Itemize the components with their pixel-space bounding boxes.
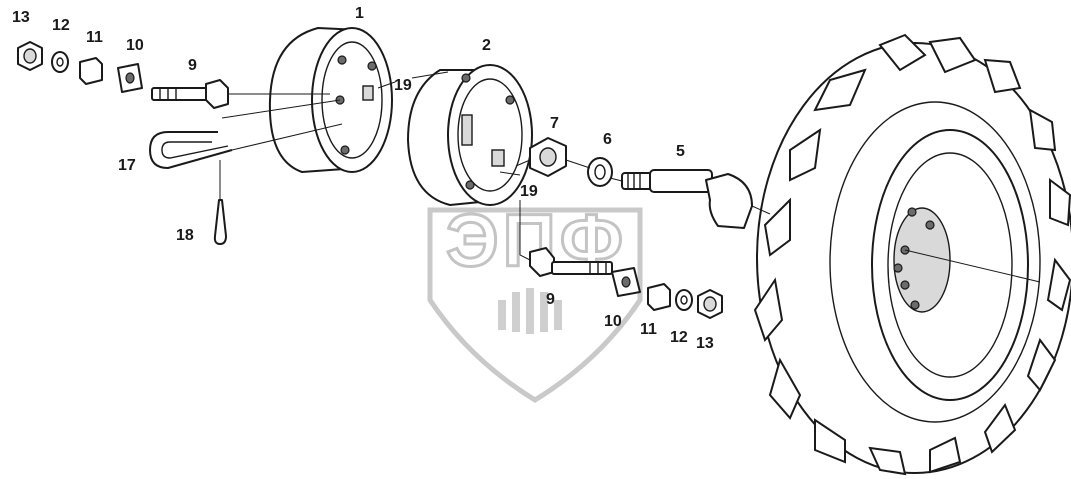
watermark-shield: ЭПФ bbox=[427, 198, 643, 403]
bottom-fastener-set bbox=[529, 247, 723, 319]
part-17-u-clip bbox=[149, 131, 233, 169]
label-9-bot: 9 bbox=[546, 291, 555, 308]
part-9-bolt-bottom bbox=[529, 247, 613, 277]
part-5-stud bbox=[621, 169, 753, 229]
tire-tread-lugs bbox=[753, 33, 1071, 476]
part-11-spacer-top bbox=[79, 57, 103, 85]
label-19-top: 19 bbox=[394, 77, 412, 94]
label-10-top: 10 bbox=[126, 37, 144, 54]
callout-labels: 13 12 11 10 9 1 2 19 17 18 7 6 5 19 9 10… bbox=[12, 5, 714, 352]
label-17: 17 bbox=[118, 157, 136, 174]
part-12-washer-top bbox=[51, 51, 69, 73]
part-11-spacer-bottom bbox=[647, 283, 671, 311]
label-6: 6 bbox=[603, 131, 612, 148]
label-12-top: 12 bbox=[52, 17, 70, 34]
watermark-wheat-icon bbox=[498, 288, 562, 334]
part-1-outer-weight bbox=[268, 27, 393, 173]
label-13-bot: 13 bbox=[696, 335, 714, 352]
tractor-tire bbox=[753, 33, 1071, 476]
label-18: 18 bbox=[176, 227, 194, 244]
part-18-cotter-pin bbox=[213, 199, 227, 245]
label-2: 2 bbox=[482, 37, 491, 54]
label-9-top: 9 bbox=[188, 57, 197, 74]
wheel-rim bbox=[871, 129, 1029, 401]
top-fastener-set bbox=[17, 41, 229, 109]
label-12-bot: 12 bbox=[670, 329, 688, 346]
part-7-nut bbox=[529, 137, 567, 177]
part-12-washer-bottom bbox=[675, 289, 693, 311]
label-19-bot: 19 bbox=[520, 183, 538, 200]
label-11-top: 11 bbox=[86, 29, 103, 46]
assembly-lines bbox=[219, 71, 1041, 283]
part-9-bolt-top bbox=[151, 79, 229, 109]
label-11-bot: 11 bbox=[640, 321, 657, 338]
part-6-lock-washer bbox=[587, 157, 613, 187]
label-5: 5 bbox=[676, 143, 685, 160]
label-10-bot: 10 bbox=[604, 313, 622, 330]
label-7: 7 bbox=[550, 115, 559, 132]
label-1: 1 bbox=[355, 5, 364, 22]
label-13-top: 13 bbox=[12, 9, 30, 26]
part-2-inner-weight bbox=[407, 64, 533, 206]
